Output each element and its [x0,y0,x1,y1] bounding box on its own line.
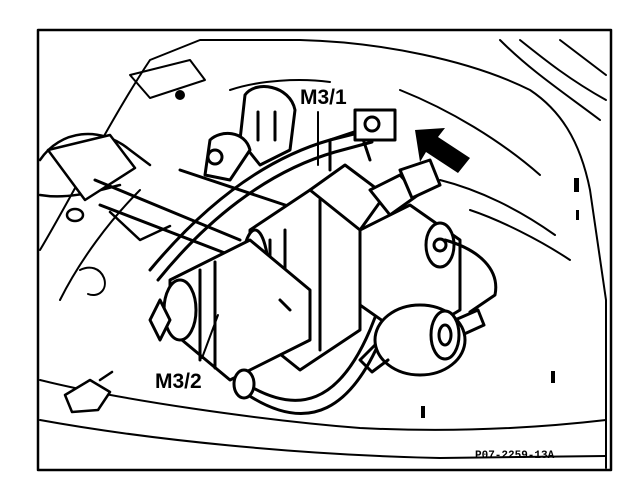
label-m3-2: M3/2 [155,370,202,393]
figure-code: P07-2259-13A [475,450,555,462]
left-hose-bracket [38,132,242,414]
leader-lines [201,111,319,359]
fuel-pump-lower [148,238,312,382]
body-panel [39,39,607,469]
panel-marks [175,90,579,418]
hose-end [232,368,256,400]
fuel-line-upper [148,128,402,415]
label-m3-1: M3/1 [300,86,347,109]
frame-border [36,28,613,472]
electrical-connector [178,85,302,212]
pressure-damper [358,303,467,377]
fuel-filter [358,158,498,342]
direction-arrow [415,128,470,173]
